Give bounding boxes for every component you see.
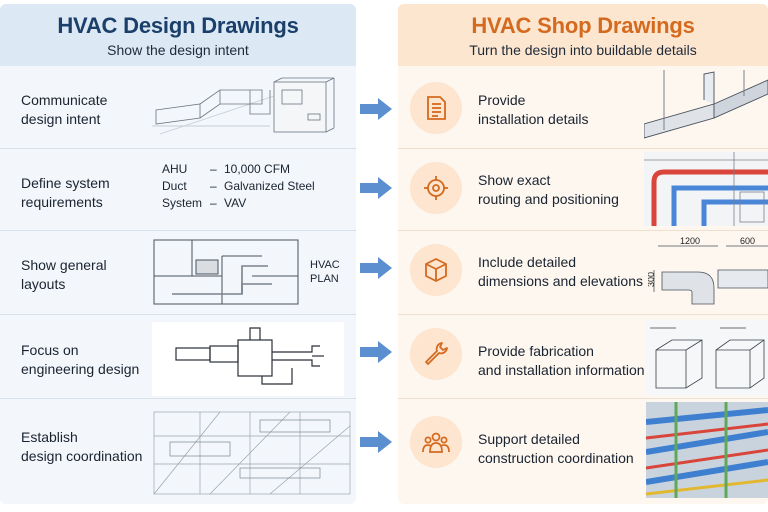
target-icon [410, 162, 462, 214]
shop-row-4: Provide fabrication and installation inf… [398, 314, 768, 396]
people-icon [410, 416, 462, 468]
shop-row-label: Provide installation details [478, 92, 589, 127]
coordination-model-sketch [153, 411, 351, 495]
shop-row-1: Provide installation details [398, 68, 768, 148]
design-row-4: Focus on engineering design [0, 314, 356, 396]
divider [398, 314, 768, 315]
design-row-label: Focus on engineering design [21, 342, 140, 377]
design-drawings-panel: HVAC Design Drawings Show the design int… [0, 4, 356, 504]
shop-subtitle: Turn the design into buildable details [469, 42, 697, 58]
shop-row-label: Support detailed construction coordinati… [478, 431, 634, 466]
spec-line: System–VAV [162, 196, 247, 210]
divider [398, 230, 768, 231]
dimension-label: 1200 [680, 236, 700, 246]
shop-row-3: Include detailed dimensions and elevatio… [398, 230, 768, 310]
design-row-1: Communicate design intent [0, 68, 356, 148]
design-row-5: Establish design coordination [0, 398, 356, 495]
wrench-icon [410, 328, 462, 380]
cube-icon [410, 244, 462, 296]
plan-label: HVAC PLAN [310, 259, 340, 285]
arrow-right-icon [360, 177, 392, 199]
dimension-label: 300 [648, 272, 656, 287]
shop-row-5: Support detailed construction coordinati… [398, 398, 768, 498]
shop-header: HVAC Shop Drawings Turn the design into … [398, 4, 768, 66]
coordination-bim-sketch [646, 402, 768, 498]
divider [0, 398, 356, 399]
shop-row-label: Provide fabrication and installation inf… [478, 343, 645, 378]
design-title: HVAC Design Drawings [57, 13, 299, 38]
dimension-label: 600 [740, 236, 755, 246]
shop-row-label: Include detailed dimensions and elevatio… [478, 254, 643, 289]
spec-line: AHU–10,000 CFM [162, 162, 291, 176]
design-subtitle: Show the design intent [107, 42, 249, 58]
duct-schematic-sketch [152, 322, 344, 396]
installation-detail-sketch [644, 70, 768, 139]
arrow-right-icon [360, 341, 392, 363]
fabrication-detail-sketch [646, 320, 768, 396]
divider [398, 398, 768, 399]
divider [0, 230, 356, 231]
floor-plan-sketch [153, 239, 299, 305]
document-icon [410, 82, 462, 134]
design-row-3: Show general layouts HVAC PLAN [0, 230, 356, 310]
design-row-label: Define system requirements [21, 175, 110, 210]
ahu-ductwork-sketch [152, 77, 335, 135]
routing-model-sketch [644, 152, 768, 226]
design-header: HVAC Design Drawings Show the design int… [0, 4, 356, 66]
divider [398, 148, 768, 149]
design-row-label: Communicate design intent [21, 92, 108, 127]
divider [0, 314, 356, 315]
design-row-label: Establish design coordination [21, 429, 143, 464]
system-spec-list: AHU–10,000 CFM Duct–Galvanized Steel Sys… [162, 161, 315, 212]
shop-drawings-panel: HVAC Shop Drawings Turn the design into … [398, 4, 768, 504]
design-row-2: Define system requirements AHU–10,000 CF… [0, 148, 356, 228]
shop-title: HVAC Shop Drawings [471, 13, 695, 38]
spec-line: Duct–Galvanized Steel [162, 179, 315, 193]
arrow-right-icon [360, 431, 392, 453]
design-row-label: Show general layouts [21, 257, 107, 292]
shop-row-2: Show exact routing and positioning [398, 148, 768, 228]
arrow-right-icon [360, 257, 392, 279]
divider [0, 148, 356, 149]
shop-row-label: Show exact routing and positioning [478, 172, 619, 207]
dimensioned-elbow-sketch: 1200 600 300 [648, 236, 768, 305]
arrow-right-icon [360, 98, 392, 120]
